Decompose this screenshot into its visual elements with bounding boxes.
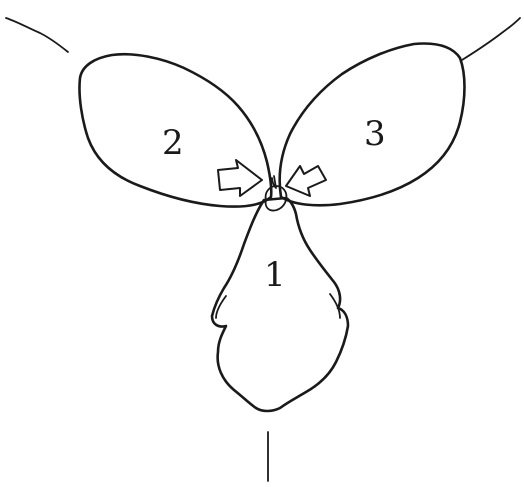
region-label-3: 3 [364,114,386,154]
upper-right-boundary-line [462,18,520,60]
region-label-1: 1 [264,255,286,295]
left-arrow-icon [218,160,262,196]
upper-left-boundary-line [6,18,68,52]
right-arrow-icon [286,166,326,196]
region-label-2: 2 [162,123,184,163]
region-1-outline [212,198,348,411]
